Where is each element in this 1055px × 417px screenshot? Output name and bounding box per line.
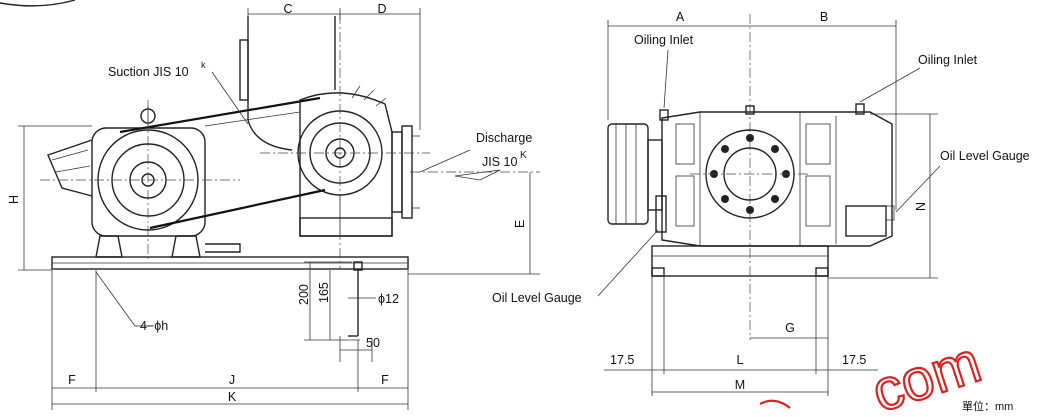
foundation-bolt [348, 261, 363, 337]
suction-pipe [247, 16, 293, 151]
body-panel-3 [805, 123, 831, 165]
dim-165: 165 [317, 282, 331, 303]
body-panel-4 [805, 175, 831, 227]
dim-D: D [377, 2, 386, 16]
flange-bolt [721, 145, 729, 153]
oiling-inlet-label-2: Oiling Inlet [918, 53, 978, 67]
blower-base [299, 217, 393, 237]
corner-text: 單位：mm [962, 399, 1013, 412]
end-base [651, 245, 829, 277]
flange-bolt [746, 134, 754, 142]
motor-foot-left [95, 235, 123, 258]
discharge-pipe [391, 131, 403, 213]
motor-foot-right [171, 235, 201, 258]
dim-A: A [676, 10, 685, 24]
watermark-text: com [864, 329, 988, 412]
motor-slide-rail [205, 243, 241, 253]
dim-N: N [913, 202, 927, 211]
dim-L: L [737, 353, 744, 367]
belt-top [119, 96, 321, 134]
discharge-arrow [454, 169, 501, 181]
discharge-label: Discharge [476, 131, 532, 145]
dim-J: J [229, 373, 235, 387]
dim-C: C [283, 2, 292, 16]
holes-leader [95, 271, 136, 327]
oil-gauge-label-1: Oil Level Gauge [492, 291, 582, 305]
end-pulley [607, 123, 649, 225]
motor-fan-cover [47, 139, 93, 197]
jis-sup: K [520, 150, 527, 161]
dim-H: H [7, 195, 21, 204]
flange-bolt [771, 145, 779, 153]
suction-label: Suction JIS 10 [108, 65, 189, 79]
holes-label: 4−ϕh [140, 319, 168, 333]
fan-cover-rib-2 [55, 165, 91, 173]
suction-sup: k [201, 60, 206, 70]
side-view [0, 0, 540, 410]
jis-label: JIS 10 [482, 155, 517, 169]
end-base-foot-right [815, 267, 829, 277]
end-base-foot-left [651, 267, 665, 277]
body-panel-2 [675, 175, 695, 227]
side-oil-gauge [655, 195, 667, 233]
oil-gauge-window [885, 205, 895, 221]
flange-bolt [746, 206, 754, 214]
dim-50: 50 [366, 336, 380, 350]
belt-guard-line [204, 111, 301, 127]
end-hub [647, 139, 663, 211]
oiling-inlet-leader-2 [859, 67, 921, 103]
oiling-inlet-plug-2 [855, 103, 865, 115]
oiling-inlet-label-1: Oiling Inlet [634, 33, 694, 47]
oiling-inlet-leader-1 [663, 49, 669, 109]
dim-17-5-left: 17.5 [610, 353, 634, 367]
bolt-nut [353, 261, 363, 271]
dim-B: B [820, 10, 828, 24]
watermark-fragment [759, 399, 791, 409]
dim-F-left: F [68, 373, 76, 387]
fan-cover-rib-1 [51, 149, 89, 161]
blower-casing [299, 92, 393, 237]
suction-leader [211, 71, 249, 125]
oil-gauge-leader-1 [597, 229, 659, 297]
oil-gauge-label-2: Oil Level Gauge [940, 149, 1030, 163]
discharge-leader [419, 149, 471, 173]
oil-gauge-box [845, 205, 887, 237]
dim-F-right: F [381, 373, 389, 387]
dim-17-5-right: 17.5 [842, 353, 866, 367]
body-panel-1 [675, 123, 695, 165]
belt [119, 96, 326, 230]
phi12-label: ϕ12 [378, 292, 399, 306]
oil-gauge-leader-2 [895, 165, 941, 213]
oiling-inlet-plug-1 [659, 109, 669, 121]
flange-bolt [721, 195, 729, 203]
flange-bolt [771, 195, 779, 203]
suction-flange [239, 39, 249, 101]
corner-oval [0, 0, 76, 7]
belt-bottom [149, 188, 326, 230]
dim-K: K [228, 390, 237, 404]
dim-M: M [735, 378, 745, 392]
casing-fins [351, 85, 387, 107]
dim-200: 200 [297, 284, 311, 305]
dim-E: E [513, 220, 527, 228]
end-view [597, 14, 941, 396]
end-body [661, 111, 893, 247]
dim-G: G [785, 321, 795, 335]
flange-bolts [710, 134, 790, 214]
